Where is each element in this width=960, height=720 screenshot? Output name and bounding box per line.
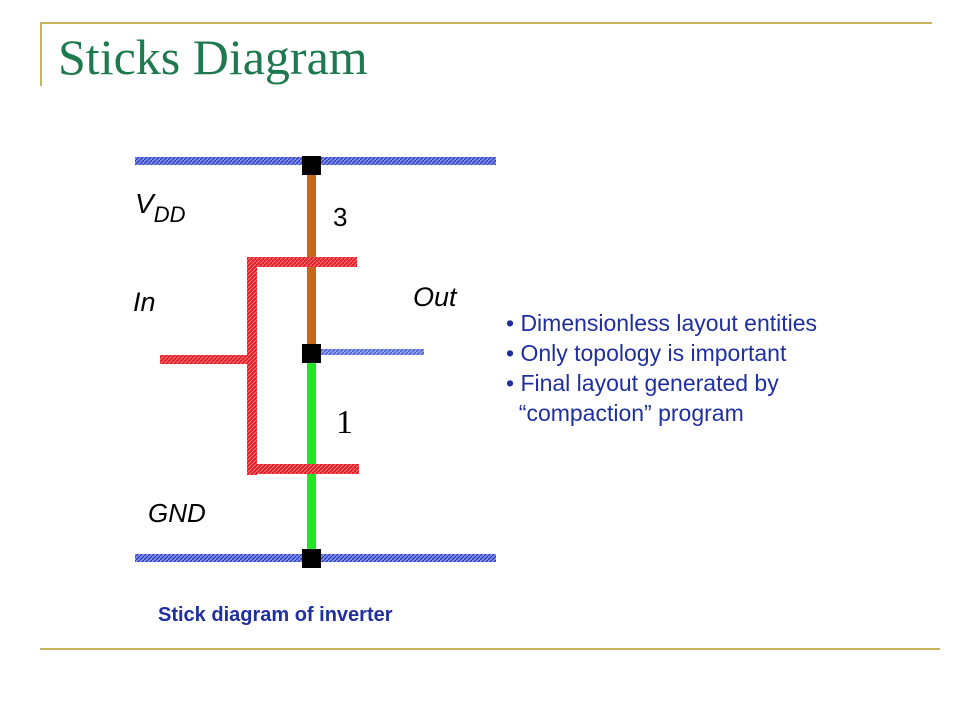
gnd-contact: [302, 549, 321, 568]
frame-left-line: [40, 22, 42, 86]
ndiff-stick: [307, 360, 316, 552]
bullet-item: • Final layout generated by: [506, 370, 779, 396]
frame-bottom-line: [40, 648, 940, 650]
vdd-contact: [302, 156, 321, 175]
pmos-ratio-label: 3: [333, 202, 347, 232]
slide-title: Sticks Diagram: [58, 29, 368, 85]
bullet-item: “compaction” program: [506, 400, 744, 426]
bullet-item: • Only topology is important: [506, 340, 787, 366]
out-contact: [302, 344, 321, 363]
vdd-label: VDD: [135, 188, 186, 227]
in-label: In: [133, 287, 156, 317]
frame-top-line: [40, 22, 932, 24]
out-label: Out: [413, 282, 458, 312]
figure-caption: Stick diagram of inverter: [158, 604, 393, 626]
gnd-label: GND: [148, 498, 206, 528]
bullet-list: • Dimensionless layout entities • Only t…: [506, 308, 817, 428]
nmos-ratio-label: 1: [336, 404, 353, 441]
poly-gate-wiring: [160, 257, 359, 475]
bullet-item: • Dimensionless layout entities: [506, 310, 818, 336]
out-metal-wire: [318, 349, 424, 355]
